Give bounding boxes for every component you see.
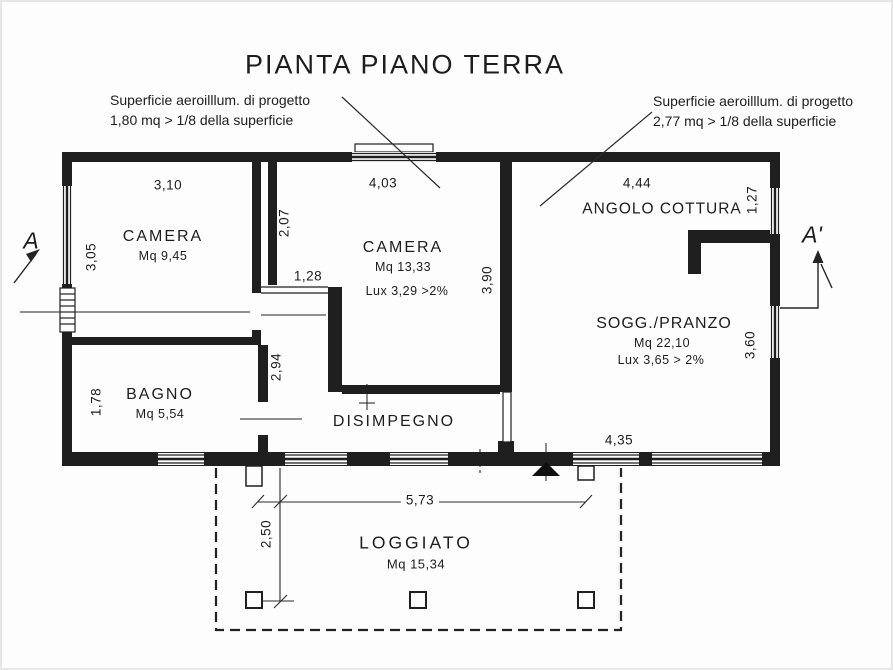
dim-1-78: 1,78: [88, 387, 104, 417]
dim-4-03: 4,03: [368, 175, 398, 191]
dim-5-73: 5,73: [400, 493, 440, 507]
dim-1-27: 1,27: [744, 185, 760, 215]
page-title: PIANTA PIANO TERRA: [244, 49, 566, 80]
camera-left-label: CAMERA: [122, 228, 204, 245]
camera-mid-lux: Lux 3,29 >2%: [365, 283, 449, 298]
leader-lines: [341, 96, 653, 207]
annotation-left-line2: 1,80 mq > 1/8 della superficie: [110, 112, 294, 129]
windows: [59, 143, 780, 465]
angolo-cottura-label: ANGOLO COTTURA: [582, 200, 742, 218]
section-arrow-right-icon: [812, 250, 824, 263]
sogg-pranzo-lux: Lux 3,65 > 2%: [617, 352, 705, 367]
disimpegno-label: DISIMPEGNO: [332, 413, 456, 430]
dim-2-94: 2,94: [268, 352, 284, 382]
section-arrow-left-icon: [26, 249, 40, 262]
annotation-right-line1: Superficie aeroilllum. di progetto: [653, 93, 853, 109]
annotation-right: Superficie aeroilllum. di progetto 2,77 …: [653, 91, 853, 132]
loggiato-pillars: [245, 591, 595, 609]
dim-3-10: 3,10: [153, 177, 183, 193]
camera-mid-label: CAMERA: [362, 239, 444, 256]
dim-1-28: 1,28: [293, 268, 323, 284]
camera-mid-area: Mq 13,33: [374, 259, 432, 274]
dim-3-90: 3,90: [479, 265, 495, 295]
dim-3-05: 3,05: [83, 242, 99, 272]
section-label-a: A: [23, 227, 39, 254]
dim-2-50: 2,50: [258, 514, 273, 554]
entrance-arrow-icon: [532, 462, 560, 476]
sogg-pranzo-label: SOGG./PRANZO: [596, 315, 732, 332]
loggiato-area: Mq 15,34: [386, 556, 446, 572]
camera-left-area: Mq 9,45: [138, 248, 188, 263]
dim-4-35: 4,35: [604, 432, 634, 448]
loggiato-pillar: [245, 591, 263, 609]
loggiato-wall-stubs: [245, 465, 595, 487]
bagno-label: BAGNO: [126, 386, 194, 403]
loggiato-pillar: [577, 591, 595, 609]
annotation-right-line2: 2,77 mq > 1/8 della superficie: [653, 113, 837, 130]
sogg-pranzo-area: Mq 22,10: [633, 335, 691, 350]
interior-walls: [62, 152, 770, 452]
bagno-area: Mq 5,54: [135, 406, 185, 421]
loggiato-pillar: [409, 591, 427, 609]
dim-2-07: 2,07: [276, 208, 292, 238]
dim-3-60: 3,60: [742, 330, 758, 360]
annotation-left: Superficie aeroilllum. di progetto 1,80 …: [110, 90, 310, 131]
loggiato-boundary: [214, 468, 623, 632]
doors: [240, 286, 547, 481]
section-label-a-prime: A': [802, 221, 822, 248]
annotation-left-line1: Superficie aeroilllum. di progetto: [110, 92, 310, 108]
dim-4-44: 4,44: [622, 175, 652, 191]
section-marks: [13, 249, 833, 316]
loggiato-label: LOGGIATO: [359, 532, 473, 553]
